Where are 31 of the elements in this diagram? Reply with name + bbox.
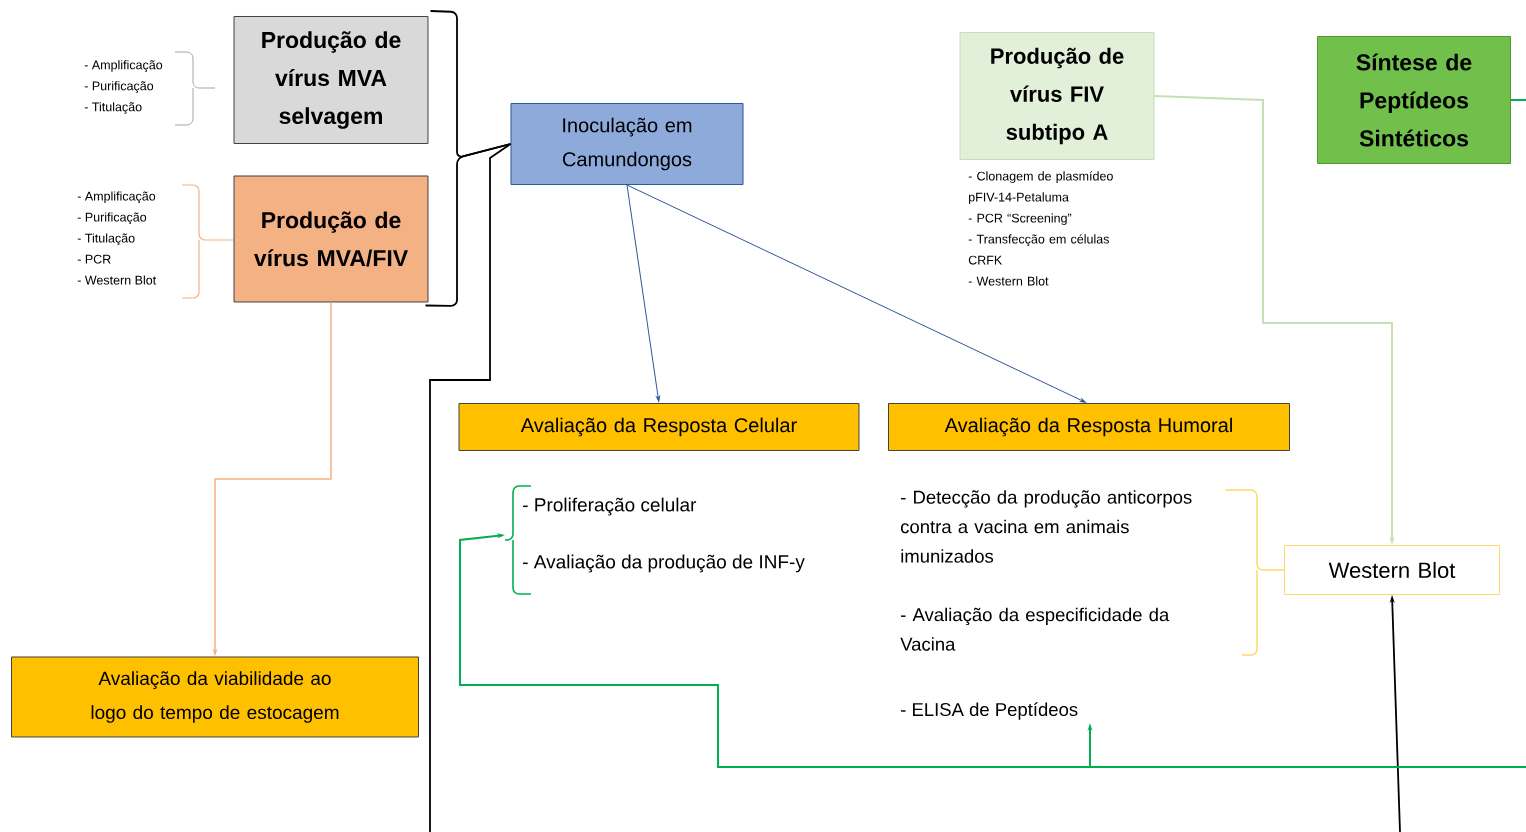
node-label: - Amplificação	[77, 191, 156, 204]
brace	[1224, 489, 1285, 656]
bullet-list: - Proliferação celular - Avaliação da produção de INF-y	[523, 497, 805, 573]
process-box: Avaliação da Resposta Celular	[458, 403, 860, 451]
connector-line	[1510, 99, 1526, 101]
bracket	[424, 143, 512, 307]
node-label: - Clonagem de plasmídeo pFIV-14-Petaluma	[968, 171, 1113, 204]
node-label: - Purificação	[77, 212, 147, 225]
process-box: Produção de vírus FIV subtipo A	[959, 32, 1155, 160]
process-box: Avaliação da viabilidade ao logo do tempo de estocagem	[11, 656, 419, 738]
arrow	[626, 184, 1086, 403]
process-box: Síntese de Peptídeos Sintéticos	[1317, 36, 1511, 164]
bullet-list: - ELISA de Peptídeos	[901, 702, 1078, 720]
node-label: - Transfecção em células CRFK	[968, 234, 1109, 265]
process-box: Produção de vírus MVA/FIV	[233, 175, 429, 303]
node-label: - Western Blot	[77, 275, 157, 285]
arrow	[626, 184, 660, 402]
node-label: - Titulação	[77, 233, 135, 246]
process-box: Produção de vírus MVA selvagem	[233, 16, 429, 144]
node-label: - Western Blot	[968, 276, 1049, 286]
process-box: Inoculação em Camundongos	[510, 103, 744, 185]
node-label: - PCR “Screening”	[968, 213, 1072, 225]
bullet-list: - Clonagem de plasmídeo pFIV-14-Petaluma - PCR “Screening” - Transfecção em células CRFK - Western Blot	[968, 171, 1113, 286]
bullet-list: - Detecção da produção anticorpos contra a vacina em animais imunizados - Avaliação da especificidade da Vacina	[900, 490, 1192, 651]
connector-line	[429, 143, 512, 832]
bullet-list: - Amplificação - Purificação - Titulação - PCR - Western Blot	[77, 191, 157, 285]
arrow	[459, 533, 1526, 768]
bullet-list: - Amplificação - Purificação - Titulação	[84, 60, 163, 114]
node-label: - PCR	[77, 254, 111, 264]
process-box: Avaliação da Resposta Humoral	[888, 403, 1290, 451]
process-box: Western Blot	[1284, 545, 1500, 595]
